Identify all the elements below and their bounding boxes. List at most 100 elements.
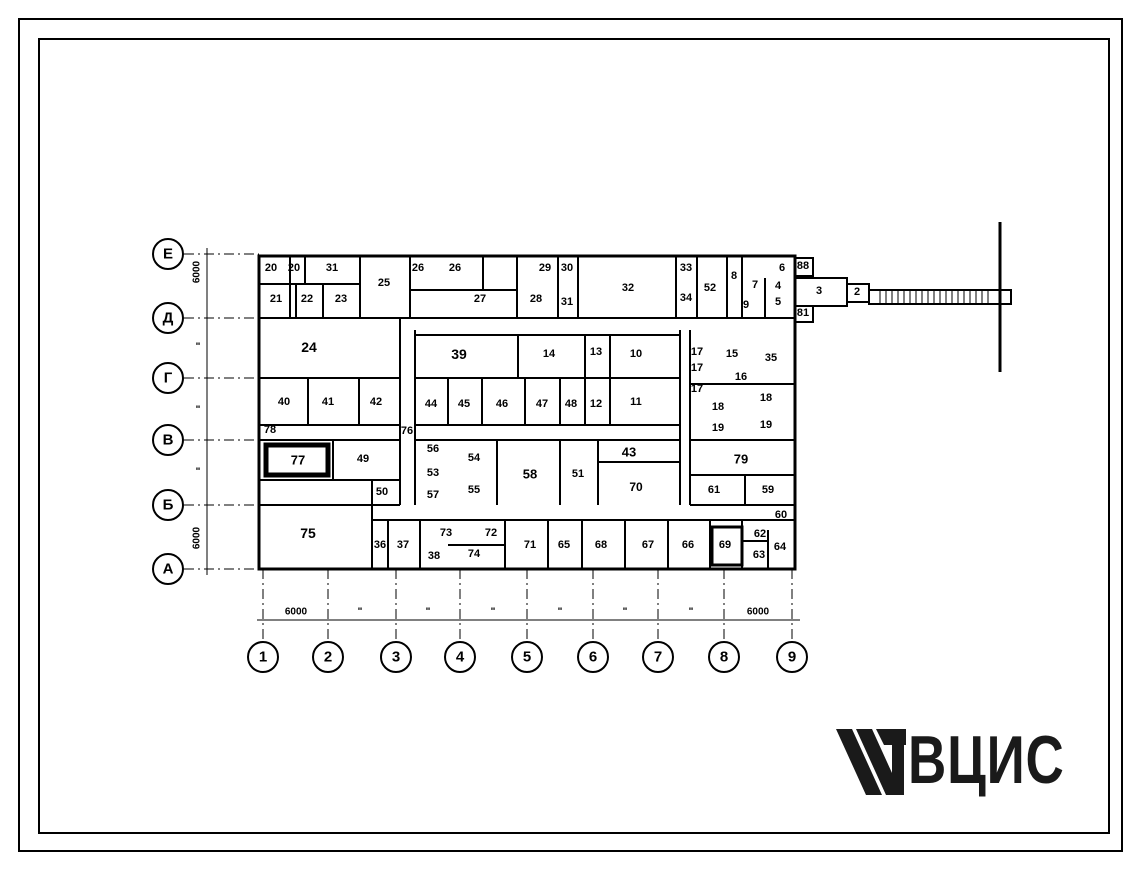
dimension-lines (206, 248, 800, 621)
room-label: 19 (760, 419, 772, 431)
room-label: 75 (300, 525, 316, 541)
room-label: 59 (762, 484, 774, 496)
room-77-frame (263, 442, 331, 478)
room-label: 9 (743, 299, 749, 311)
gallery-hatching (879, 291, 989, 303)
room-label: 30 (561, 262, 573, 274)
logo-mark (836, 729, 906, 795)
outer-frame (18, 18, 1123, 852)
row-axis-label: Д (163, 310, 174, 327)
room-label: 69 (719, 539, 731, 551)
row-axis-label: Г (164, 370, 173, 387)
col-axis-label: 8 (720, 649, 728, 666)
room-label: 22 (301, 293, 313, 305)
dim-bottom-ditto-3: " (491, 607, 496, 618)
room-label: 24 (301, 339, 317, 355)
room-label: 74 (468, 548, 481, 560)
room-label: 60 (775, 509, 787, 521)
dim-left-ditto-3: " (196, 467, 201, 478)
room-label: 78 (264, 424, 276, 436)
room-label: 55 (468, 484, 480, 496)
col-axis-label: 6 (589, 649, 597, 666)
col-axis-label: 4 (456, 649, 465, 666)
room-label: 6 (779, 262, 785, 274)
room-label: 51 (572, 468, 584, 480)
room-label: 35 (765, 352, 777, 364)
room-label: 26 (449, 262, 461, 274)
room-label: 52 (704, 282, 716, 294)
room-label: 25 (378, 277, 390, 289)
room-label: 14 (543, 348, 556, 360)
room-label: 15 (726, 348, 738, 360)
room-label: 54 (468, 452, 481, 464)
dim-left-ditto-1: " (196, 342, 201, 353)
row-axis-label: А (163, 561, 174, 578)
room-label: 73 (440, 527, 452, 539)
dim-bottom-ditto-4: " (558, 607, 563, 618)
dim-left-top: 6000 (192, 260, 203, 283)
room-label: 16 (735, 371, 747, 383)
col-axis-label: 1 (259, 649, 267, 666)
dim-bottom-ditto-2: " (426, 607, 431, 618)
room-label: 18 (760, 392, 772, 404)
room-label: 53 (427, 467, 439, 479)
logo-text: ВЦИС (908, 722, 1065, 798)
annex (794, 222, 1012, 372)
room-label: 5 (775, 296, 781, 308)
room-label: 56 (427, 443, 439, 455)
row-axis-label: В (163, 432, 174, 449)
room-label: 40 (278, 396, 290, 408)
room-label: 61 (708, 484, 720, 496)
room-label: 38 (428, 550, 440, 562)
room-label: 12 (590, 398, 602, 410)
room-label: 66 (682, 539, 694, 551)
dim-bottom-right: 6000 (747, 607, 770, 618)
room-label: 49 (357, 453, 369, 465)
room-label: 7 (752, 279, 758, 291)
room-label: 68 (595, 539, 607, 551)
room-label: 44 (425, 398, 438, 410)
room-label: 20 (265, 262, 277, 274)
interior-walls (259, 256, 795, 569)
room-label: 33 (680, 262, 692, 274)
room-label: 57 (427, 489, 439, 501)
col-axis-label: 9 (788, 649, 796, 666)
room-label: 18 (712, 401, 724, 413)
col-axis-label: 2 (324, 649, 332, 666)
room-label: 23 (335, 293, 347, 305)
room-label: 17 (691, 383, 703, 395)
room-label: 8 (731, 270, 737, 282)
room-label: 71 (524, 539, 536, 551)
col-axis-label: 5 (523, 649, 531, 666)
room-label: 81 (797, 307, 809, 319)
row-axis-label: Е (163, 246, 173, 263)
room-label: 47 (536, 398, 548, 410)
room-label: 46 (496, 398, 508, 410)
col-axis-label: 7 (654, 649, 662, 666)
room-label: 21 (270, 293, 282, 305)
room-label: 39 (451, 346, 467, 362)
room-label: 32 (622, 282, 634, 294)
room-label: 42 (370, 396, 382, 408)
room-label: 3 (816, 285, 822, 297)
room-label: 10 (630, 348, 642, 360)
col-axis-markers (247, 641, 808, 673)
dim-bottom-ditto-6: " (689, 607, 694, 618)
room-label: 63 (753, 549, 765, 561)
room-label: 31 (561, 296, 573, 308)
axis-lines (184, 253, 793, 640)
room-label: 58 (523, 467, 537, 482)
room-label: 20 (288, 262, 300, 274)
row-axis-label: Б (163, 497, 174, 514)
room-label: 31 (326, 262, 338, 274)
dim-bottom-left: 6000 (285, 607, 308, 618)
room-label: 88 (797, 260, 809, 272)
room-label: 45 (458, 398, 470, 410)
room-label: 2 (854, 286, 860, 298)
row-axis-labels: Е Д Г В Б А (163, 246, 174, 578)
room-label: 27 (474, 293, 486, 305)
room-label: 26 (412, 262, 424, 274)
room-label: 77 (291, 453, 305, 468)
